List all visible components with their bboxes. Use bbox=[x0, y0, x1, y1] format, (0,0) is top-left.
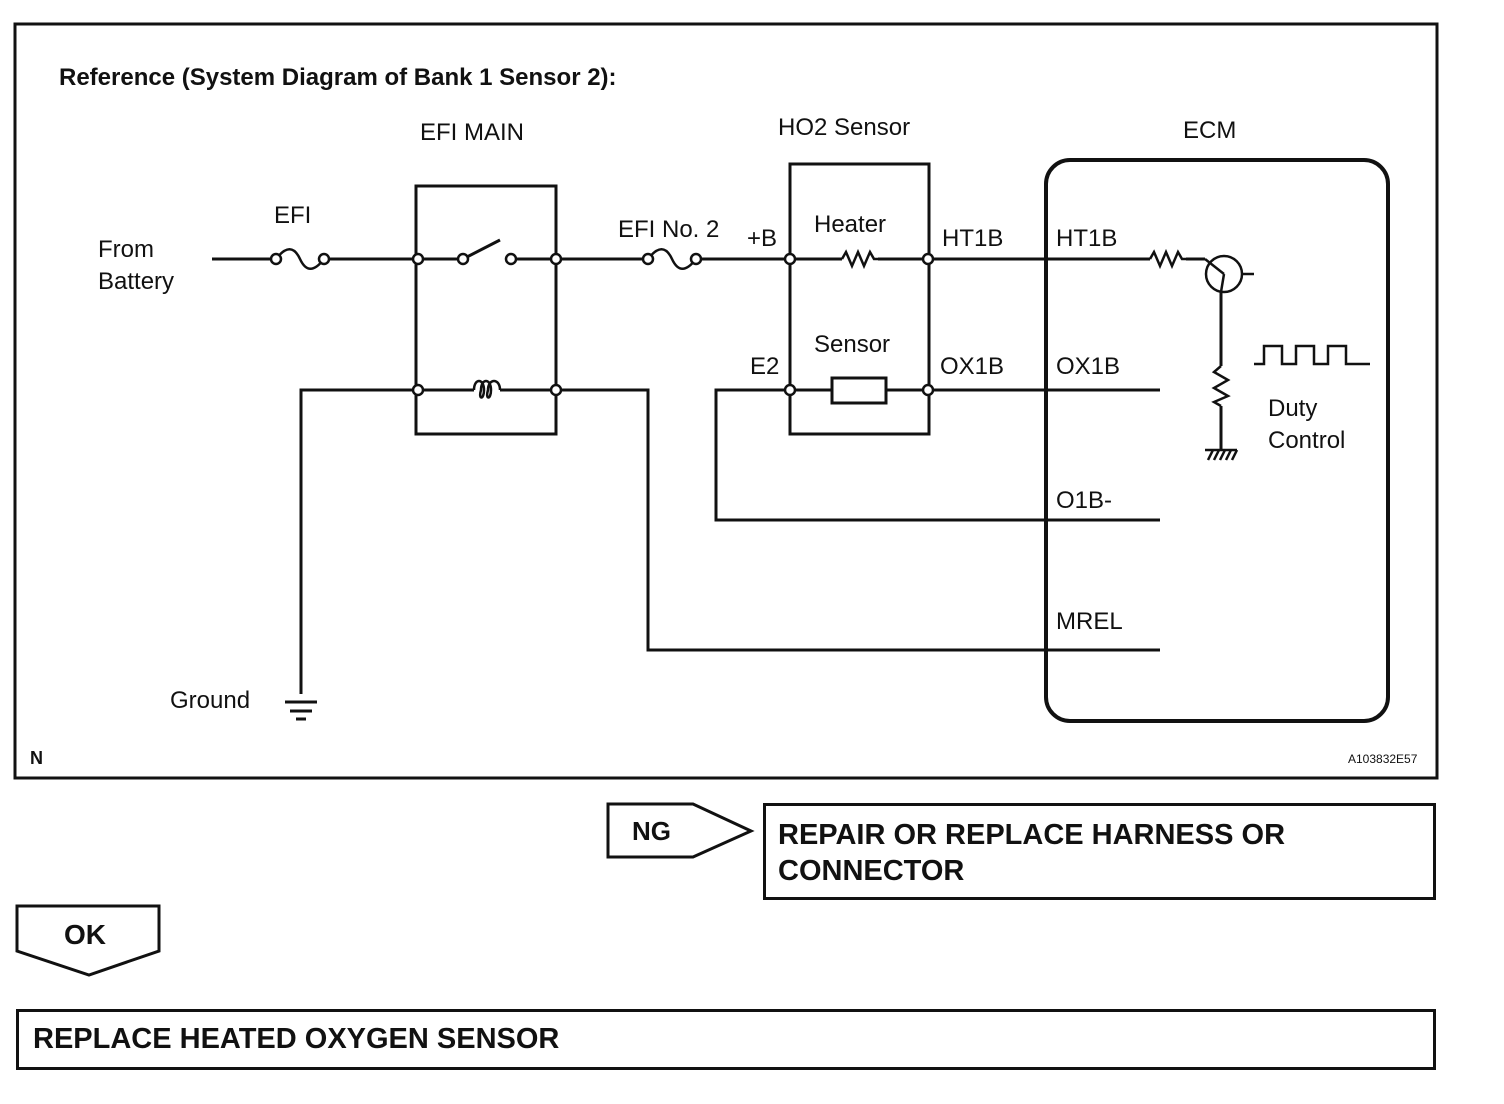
mrel-terminal-label: MREL bbox=[1056, 608, 1123, 635]
efi-no2-fuse-icon bbox=[641, 248, 703, 270]
ecm-resistor-icon bbox=[1148, 248, 1186, 270]
sensor-element-icon bbox=[830, 376, 888, 405]
ok-arrow-icon bbox=[15, 904, 161, 977]
ground-icon bbox=[285, 700, 317, 721]
duty-waveform-icon bbox=[1254, 344, 1370, 366]
ox1b-sensor-terminal-label: OX1B bbox=[940, 353, 1004, 380]
sensor-label: Sensor bbox=[814, 331, 890, 358]
pulldown-resistor-icon bbox=[1211, 365, 1231, 408]
ecm-block bbox=[1044, 158, 1390, 723]
plus-b-terminal-label: +B bbox=[747, 225, 777, 252]
duty-control-label-line2: Control bbox=[1268, 427, 1345, 454]
e2-terminal-label: E2 bbox=[750, 353, 779, 380]
ho2-sensor-block bbox=[783, 162, 935, 436]
ground-label: Ground bbox=[170, 687, 250, 714]
ox1b-ecm-terminal-label: OX1B bbox=[1056, 353, 1120, 380]
ng-result-line2: CONNECTOR bbox=[778, 855, 965, 887]
ht1b-ecm-terminal-label: HT1B bbox=[1056, 225, 1117, 252]
ok-result-box: REPLACE HEATED OXYGEN SENSOR bbox=[16, 1009, 1436, 1070]
corner-letter: N bbox=[30, 748, 43, 768]
efi-main-label: EFI MAIN bbox=[420, 119, 524, 146]
ecm-label: ECM bbox=[1183, 117, 1236, 144]
from-battery-label-line1: From bbox=[98, 236, 154, 263]
efi-main-relay bbox=[411, 184, 563, 436]
ng-result-line1: REPAIR OR REPLACE HARNESS OR bbox=[778, 819, 1286, 851]
ok-label: OK bbox=[64, 919, 106, 950]
ht1b-sensor-terminal-label: HT1B bbox=[942, 225, 1003, 252]
relay-switch-icon bbox=[462, 238, 501, 261]
chassis-ground-icon bbox=[1205, 448, 1239, 461]
efi-fuse-label: EFI bbox=[274, 202, 311, 229]
ng-arrow-icon bbox=[606, 802, 755, 859]
ng-label: NG bbox=[632, 816, 671, 846]
from-battery-label-line2: Battery bbox=[98, 268, 174, 295]
figure-id: A103832E57 bbox=[1348, 752, 1418, 766]
wires bbox=[212, 257, 1223, 694]
duty-control-label-line1: Duty bbox=[1268, 395, 1317, 422]
ng-result-box: REPAIR OR REPLACE HARNESS OR CONNECTOR bbox=[763, 803, 1436, 900]
efi-fuse-icon bbox=[269, 248, 331, 270]
diagram-title: Reference (System Diagram of Bank 1 Sens… bbox=[59, 64, 617, 91]
efi-no2-label: EFI No. 2 bbox=[618, 216, 719, 243]
relay-coil-icon bbox=[472, 379, 502, 399]
o1b-minus-terminal-label: O1B- bbox=[1056, 487, 1112, 514]
diagram-frame bbox=[13, 22, 1439, 780]
ok-result-text: REPLACE HEATED OXYGEN SENSOR bbox=[33, 1023, 560, 1055]
heater-resistor-icon bbox=[840, 248, 878, 270]
heater-label: Heater bbox=[814, 211, 886, 238]
transistor-icon bbox=[1204, 254, 1254, 294]
ho2-sensor-label: HO2 Sensor bbox=[778, 114, 910, 141]
